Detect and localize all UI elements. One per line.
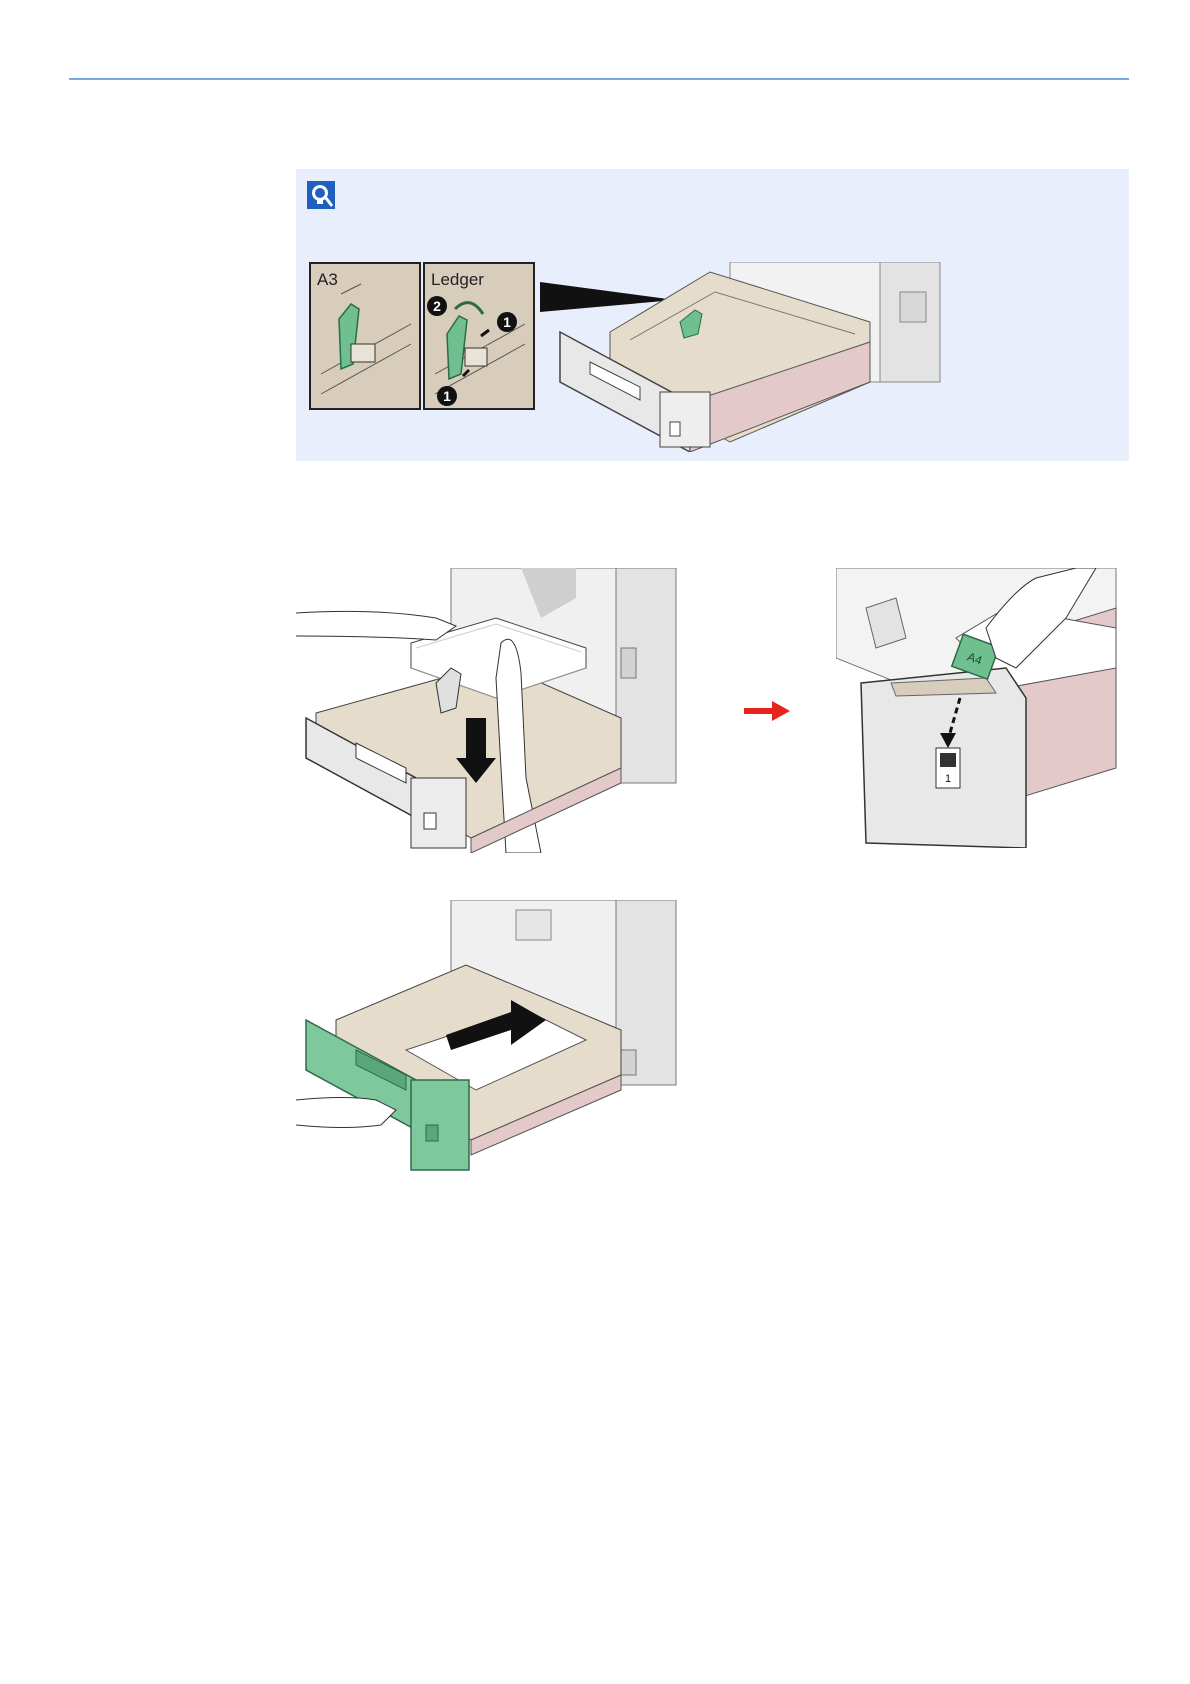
close-tray-illustration	[296, 900, 682, 1175]
callout-1a: 1	[503, 314, 511, 330]
callout-2: 2	[433, 298, 441, 314]
header-rule	[69, 78, 1129, 80]
size-label-illustration: 1 A4	[836, 568, 1126, 848]
detail-a3: A3	[309, 262, 421, 410]
note-lightbulb-icon	[306, 180, 336, 210]
slot-number-label: 1	[945, 773, 951, 785]
ledger-guide-illustration: 2 1 1	[425, 264, 533, 408]
detail-ledger: Ledger 2 1 1	[423, 262, 535, 410]
next-step-arrow-icon	[744, 699, 790, 723]
callout-1b: 1	[443, 388, 451, 404]
tray-overview-illustration	[540, 262, 960, 452]
load-paper-illustration	[296, 568, 682, 853]
a3-guide-illustration	[311, 264, 419, 408]
